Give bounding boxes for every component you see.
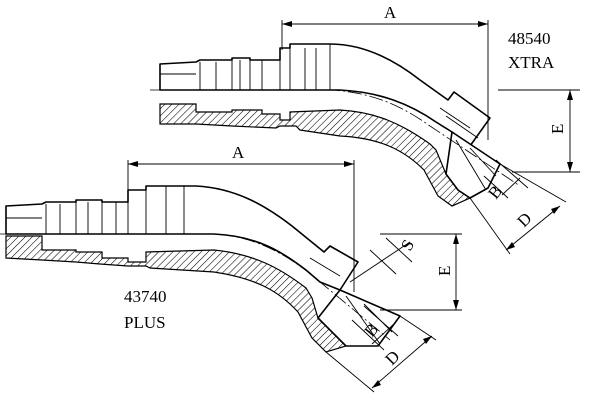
fitting-43740-section: [5, 235, 401, 353]
fitting-48540-code: 48540: [508, 29, 551, 48]
fitting-48540-centerline: [150, 89, 521, 187]
fitting-43740-dim-d-label: D: [381, 347, 403, 369]
fitting-43740-code: 43740: [124, 287, 167, 306]
fitting-43740-dim-e: E: [380, 233, 462, 311]
fitting-48540-body: [159, 43, 491, 147]
fitting-48540-dim-a: A: [281, 3, 489, 140]
fitting-43740-dim-s: S: [349, 236, 418, 283]
fitting-48540-series: XTRA: [508, 53, 555, 72]
fitting-43740: A E S B: [0, 143, 462, 393]
fitting-43740-centerline: [0, 233, 391, 341]
fitting-48540: A E B D 48540 XTRA: [150, 3, 580, 255]
fitting-43740-dim-e-label: E: [435, 266, 454, 276]
fitting-43740-body: [5, 185, 359, 291]
fitting-43740-series: PLUS: [124, 313, 166, 332]
fitting-48540-dim-d-label: D: [513, 209, 535, 231]
fitting-48540-dim-e-label: E: [548, 124, 567, 134]
fitting-43740-dim-a: A: [127, 143, 355, 292]
fitting-48540-dim-a-label: A: [384, 3, 397, 22]
fitting-43740-dim-a-label: A: [232, 143, 245, 162]
fitting-48540-dim-e: E: [498, 89, 580, 173]
